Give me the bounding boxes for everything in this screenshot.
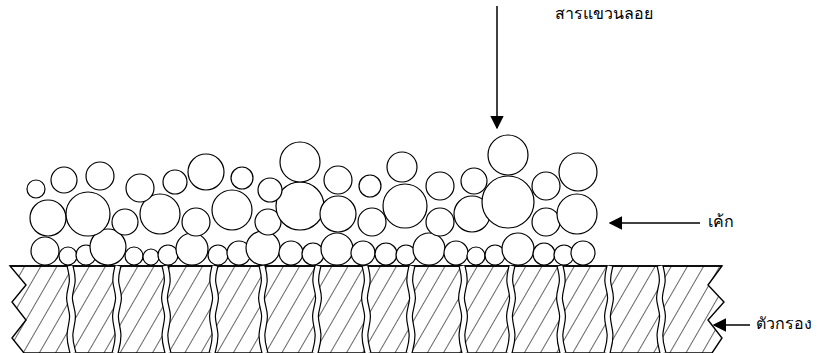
pore-wall [607,266,611,353]
pore-wall [115,266,119,353]
cake-particle [557,194,597,234]
cake-particle [86,162,114,190]
pore-channel [69,266,73,353]
pore-channel [461,266,465,353]
cake-particle [387,152,417,182]
pore-wall [315,266,319,353]
cake-particle [182,208,210,236]
pointer-arrow [496,6,498,128]
cake-particle [158,245,178,265]
cake-particle [59,247,77,265]
cake-particle [467,247,485,265]
cake-particle [532,172,560,200]
cake-label: เค้ก [708,212,734,231]
cake-particle [66,192,110,236]
pore-channel [315,266,319,353]
feed-label: สารแขวนลอย [555,4,653,23]
filter-medium [10,266,724,353]
filter-outline [10,266,724,353]
cake-particle [125,247,143,265]
pore-wall [212,266,216,353]
cake-particle [246,231,280,265]
cake-particle [31,237,59,265]
cake-particle [280,142,320,182]
cake-particle [27,180,45,198]
pore-channel [409,266,413,353]
pore-wall [261,266,265,353]
cake-particle [571,241,595,265]
cake-particle [426,172,454,200]
cake-particle [559,153,597,191]
cake-particle [444,241,468,265]
cake-particle [231,167,253,189]
cake-particle [258,178,282,202]
cake-particle [532,208,560,236]
pointer-arrows [497,6,750,325]
pore-wall [364,266,368,353]
pore-wall [461,266,465,353]
cake-particle [358,208,386,236]
cake-particle [208,245,228,265]
cake-particle [426,208,454,236]
pore-channel [115,266,119,353]
pore-channel [364,266,368,353]
pore-wall [659,266,663,353]
cake-particle [276,182,324,230]
cake-particle [502,233,534,265]
cake-particle [143,249,159,265]
cake-particle [51,167,77,193]
cake-particle [279,241,303,265]
cake-particles [27,135,597,265]
cake-particle [351,241,375,265]
pore-wall [509,266,513,353]
cake-particle [324,166,352,194]
cake-particle [320,196,356,232]
cake-particle [375,243,397,265]
pore-wall [164,266,168,353]
pore-wall [559,266,563,353]
filter-hatch [10,266,724,353]
pore-channel [659,266,663,353]
cake-particle [212,190,252,230]
cake-particle [188,154,224,190]
pore-wall [69,266,73,353]
pore-wall [409,266,413,353]
pore-channel [509,266,513,353]
cake-particle [112,209,138,235]
pore-channel [261,266,265,353]
pointer-arrow [610,222,700,224]
cake-particle [321,233,353,265]
pointer-arrow [714,324,750,326]
pore-channel [212,266,216,353]
filter-pores [69,266,663,353]
cake-particle [488,135,528,175]
pore-channel [607,266,611,353]
cake-particle [461,168,487,194]
cake-particle [30,200,66,236]
cake-particle [533,243,555,265]
filter-label: ตัวกรอง [756,314,812,333]
pore-channel [559,266,563,353]
cake-particle [383,184,427,228]
cake-particle [482,176,534,228]
cake-particle [413,233,445,265]
cake-particle [126,174,154,202]
cake-particle [359,175,381,197]
pore-channel [164,266,168,353]
cake-particle [163,170,187,194]
cake-particle [176,233,208,265]
